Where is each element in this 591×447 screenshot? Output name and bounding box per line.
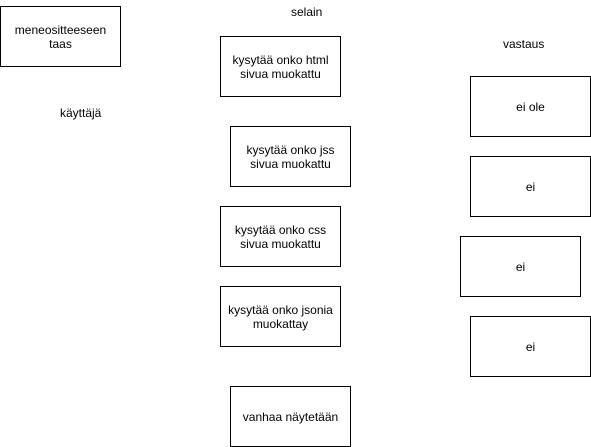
answer-box-1: ei ole: [470, 76, 591, 137]
ask-css-box: kysytää onko css sivua muokattu: [220, 206, 341, 267]
ask-json-text: kysytää onko jsonia muokattay: [228, 302, 333, 331]
ask-json-box: kysytää onko jsonia muokattay: [220, 286, 341, 347]
ask-jss-text: kysytää onko jss sivua muokattu: [246, 142, 335, 171]
answer-box-4: ei: [470, 316, 591, 377]
start-box-text: meneositteeseen taas: [14, 22, 107, 51]
answer-box-4-text: ei: [525, 339, 536, 354]
show-old-box: vanhaa näytetään: [230, 386, 351, 447]
ask-html-text: kysytää onko html sivua muokattu: [232, 52, 329, 81]
start-box: meneositteeseen taas: [0, 6, 121, 67]
answer-box-1-text: ei ole: [516, 99, 545, 114]
answer-box-2: ei: [470, 156, 591, 217]
browser-column-label: selain: [291, 5, 323, 19]
show-old-text: vanhaa näytetään: [242, 409, 339, 424]
ask-css-text: kysytää onko css sivua muokattu: [234, 222, 327, 251]
answer-box-2-text: ei: [525, 179, 536, 194]
ask-jss-box: kysytää onko jss sivua muokattu: [230, 126, 351, 187]
answer-box-3-text: ei: [515, 259, 526, 274]
ask-html-box: kysytää onko html sivua muokattu: [220, 36, 341, 97]
answer-box-3: ei: [460, 236, 581, 297]
user-column-label: käyttäjä: [60, 106, 102, 120]
response-column-label: vastaus: [503, 37, 545, 51]
